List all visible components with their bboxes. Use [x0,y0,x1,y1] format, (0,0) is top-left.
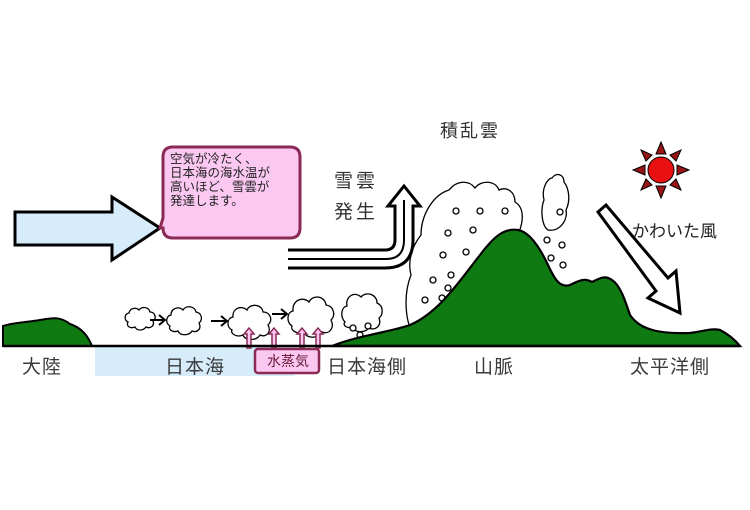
continent-label: 大陸 [22,356,63,378]
cloud-drift-arrows [150,308,289,327]
growing-cloud-1 [124,306,156,331]
water-vapor-label: 水蒸気 [267,354,309,370]
callout-text: 空気が冷たく、 日本海の海水温が 高いほど、雪雲が 発達します。 [170,152,300,208]
callout-line-1: 空気が冷たく、 [170,151,258,166]
sun-icon [631,140,691,200]
mountains-label: 山脈 [474,356,515,378]
coastal-cloud-1 [341,293,383,339]
snow-cloud-label-line1: 雪雲 [334,170,379,192]
pacific-side-label: 太平洋側 [630,356,711,378]
dry-wind-label: かわいた風 [632,222,717,242]
callout-line-4: 発達します。 [170,193,244,208]
mountain-range [331,228,743,348]
growing-cloud-3 [227,304,272,341]
water-vapor-box [253,347,321,375]
callout-bubble [157,145,302,240]
continent-land [2,317,94,347]
updraft-arrow [288,183,424,270]
cumulonimbus-label: 積乱雲 [440,121,500,142]
growing-cloud-4 [287,296,335,338]
dry-wind-arrow [595,202,682,316]
cold-wind-arrow [13,194,163,263]
narrow-cloud [541,173,570,269]
snow-cloud-label-line2: 発生 [334,201,379,223]
growing-cloud-2 [166,306,203,336]
sea-of-japan-label: 日本海 [165,356,226,378]
callout-line-3: 高いほど、雪雲が [170,179,270,194]
sea-of-japan-side-label: 日本海側 [327,356,408,378]
callout-line-2: 日本海の海水温が [170,165,271,180]
